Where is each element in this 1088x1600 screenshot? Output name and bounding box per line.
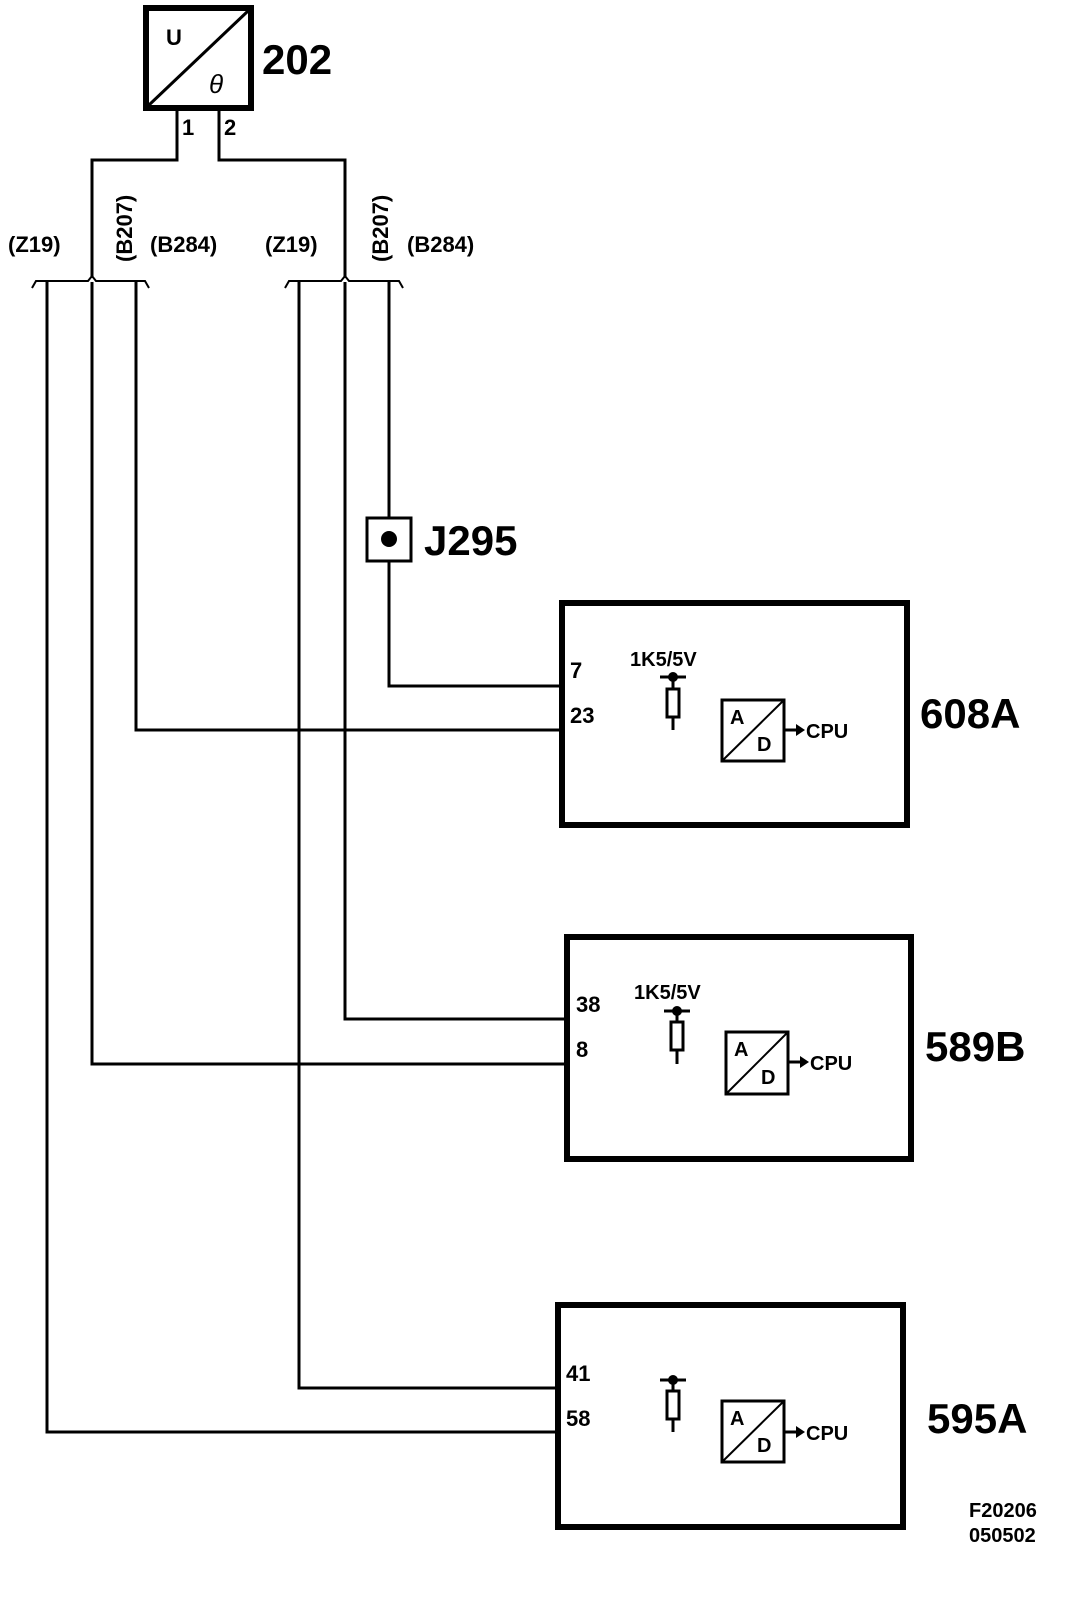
module-595a-adc-a: A: [730, 1408, 744, 1430]
junction-dot: [381, 531, 397, 547]
sensor-leads: [90, 108, 347, 278]
lead-pin1: [90, 108, 179, 278]
wire-b207-right-to-589b-38: [343, 282, 572, 1021]
module-589b-cpu-label: CPU: [810, 1053, 852, 1075]
module-608a-pin-bottom: 23: [570, 703, 594, 728]
left-b207-label: (B207): [112, 195, 137, 262]
junction-j295: J295: [365, 516, 517, 564]
module-589b: 38 8 1K5/5V A D CPU 589B: [564, 934, 1025, 1162]
figure-date: 050502: [969, 1525, 1036, 1547]
module-595a-adc-d: D: [757, 1435, 771, 1457]
wire-z19-right-to-595a-41: [297, 282, 565, 1390]
left-b284-label: (B284): [150, 232, 217, 257]
left-z19-label: (Z19): [8, 232, 61, 257]
module-608a-cpu-arrow-head: [796, 724, 805, 736]
sensor-202: U θ 202 1 2: [143, 5, 332, 140]
module-608a-adc: A D: [720, 698, 786, 763]
wire-j295-to-608a-7: [387, 561, 567, 688]
figure-number: F20206: [969, 1500, 1037, 1522]
module-608a-id: 608A: [920, 690, 1020, 737]
module-595a-cpu-arrow-head: [796, 1426, 805, 1438]
wire-b207-left-to-589b-8: [90, 282, 726, 1066]
figure-footer: F20206 050502: [969, 1500, 1037, 1547]
module-608a: 7 23 1K5/5V A D CPU 608A: [559, 600, 1020, 828]
module-608a-pullup-label: 1K5/5V: [630, 649, 697, 671]
module-608a-pullup-resistor: [660, 672, 686, 730]
module-595a-cpu-label: CPU: [806, 1423, 848, 1445]
module-589b-pullup-resistor: [664, 1006, 690, 1064]
module-608a-cpu-label: CPU: [806, 721, 848, 743]
right-b284-label: (B284): [407, 232, 474, 257]
wire-b284-left-to-608a-23: [134, 282, 722, 732]
module-589b-pin-bottom: 8: [576, 1037, 588, 1062]
module-589b-pin-top: 38: [576, 992, 600, 1017]
left-bundle-brace: [31, 274, 150, 289]
right-z19-label: (Z19): [265, 232, 318, 257]
module-595a-pullup-resistor: [660, 1375, 686, 1432]
wires: [45, 282, 726, 1434]
wire-z19-left-to-595a-58: [45, 282, 720, 1434]
module-589b-pullup-label: 1K5/5V: [634, 982, 701, 1004]
module-595a-pin-top: 41: [566, 1361, 590, 1386]
junction-id: J295: [424, 517, 517, 564]
sensor-diagonal: [147, 9, 250, 107]
module-589b-adc-a: A: [734, 1039, 748, 1061]
sensor-bottom-symbol: θ: [209, 69, 223, 99]
module-589b-adc-d: D: [761, 1067, 775, 1089]
module-608a-pin-top: 7: [570, 658, 582, 683]
module-595a-id: 595A: [927, 1395, 1027, 1442]
sensor-id: 202: [262, 36, 332, 83]
module-595a: 41 58 A D CPU 595A: [555, 1302, 1027, 1530]
module-589b-id: 589B: [925, 1023, 1025, 1070]
right-bundle-brace: [284, 274, 404, 289]
module-589b-cpu-arrow-head: [800, 1056, 809, 1068]
right-cable-bundle: (Z19) (B284) (B207): [265, 195, 474, 289]
left-cable-bundle: (Z19) (B284) (B207): [8, 195, 217, 289]
lead-pin2: [217, 108, 347, 278]
right-b207-label: (B207): [368, 195, 393, 262]
sensor-top-symbol: U: [166, 25, 182, 50]
sensor-pin1-label: 1: [182, 115, 194, 140]
module-608a-adc-d: D: [757, 734, 771, 756]
module-608a-adc-a: A: [730, 707, 744, 729]
sensor-pin2-label: 2: [224, 115, 236, 140]
module-595a-adc: A D: [720, 1399, 786, 1464]
module-595a-pin-bottom: 58: [566, 1406, 590, 1431]
module-589b-adc: A D: [724, 1030, 790, 1096]
